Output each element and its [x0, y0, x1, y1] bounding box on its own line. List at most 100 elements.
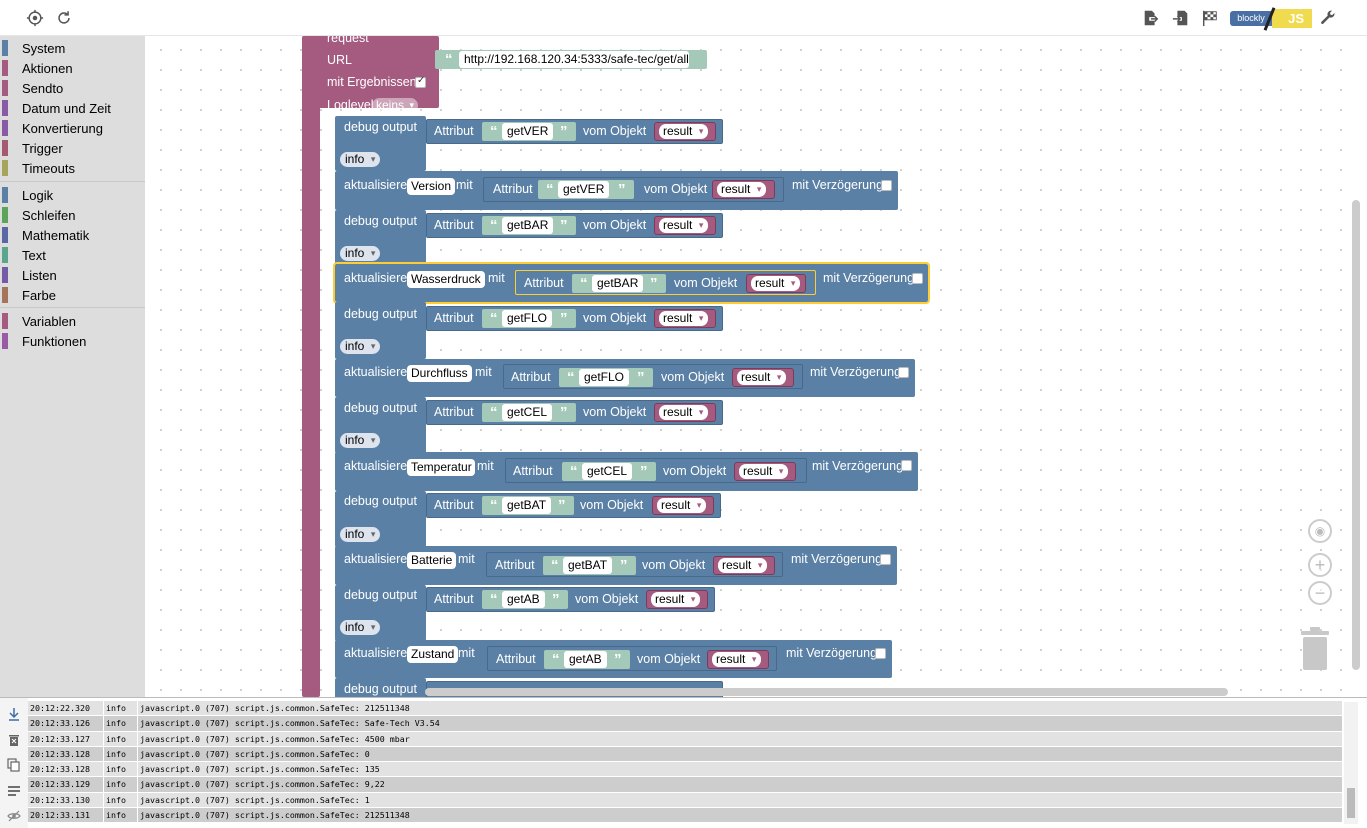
variable-dropdown[interactable]: result: [659, 124, 709, 139]
state-selector[interactable]: Version: [407, 178, 456, 195]
result-variable-block[interactable]: result: [654, 216, 716, 235]
attribute-string-block[interactable]: “getVER”: [482, 122, 576, 141]
variable-dropdown[interactable]: result: [717, 182, 767, 197]
log-scrollbar[interactable]: [1344, 702, 1358, 824]
log-scrollbar-thumb[interactable]: [1347, 788, 1355, 818]
attribute-string-block[interactable]: “getBAT”: [543, 556, 636, 575]
delay-checkbox[interactable]: [898, 367, 909, 378]
request-block[interactable]: [302, 36, 439, 108]
vertical-scrollbar[interactable]: [1352, 200, 1360, 670]
category-funktionen[interactable]: Funktionen: [0, 332, 145, 350]
url-string-block[interactable]: “ http://192.168.120.34:5333/safe-tec/ge…: [435, 50, 707, 69]
variable-dropdown[interactable]: result: [739, 464, 789, 479]
attribute-string-block[interactable]: “getBAR”: [572, 274, 666, 293]
category-farbe[interactable]: Farbe: [0, 286, 145, 304]
attribute-name[interactable]: getBAR: [592, 275, 644, 292]
category-variablen[interactable]: Variablen: [0, 312, 145, 330]
delay-checkbox[interactable]: [881, 180, 892, 191]
list-icon[interactable]: [5, 782, 23, 800]
result-variable-block[interactable]: result: [654, 122, 716, 141]
state-selector[interactable]: Durchfluss: [407, 365, 472, 382]
result-variable-block[interactable]: result: [707, 650, 769, 669]
attribute-name[interactable]: getAB: [502, 591, 545, 608]
attribute-string-block[interactable]: “getVER”: [538, 180, 634, 199]
variable-dropdown[interactable]: result: [659, 405, 709, 420]
result-variable-block[interactable]: result: [652, 496, 714, 515]
category-trigger[interactable]: Trigger: [0, 139, 145, 157]
variable-dropdown[interactable]: result: [751, 276, 801, 291]
crosshair-icon[interactable]: [25, 8, 45, 28]
attribute-name[interactable]: getCEL: [582, 463, 633, 480]
variable-dropdown[interactable]: result: [712, 652, 762, 667]
category-logik[interactable]: Logik: [0, 186, 145, 204]
attribute-string-block[interactable]: “getCEL”: [482, 403, 576, 422]
debug-level-dropdown[interactable]: info: [340, 620, 381, 635]
category-aktionen[interactable]: Aktionen: [0, 59, 145, 77]
category-listen[interactable]: Listen: [0, 266, 145, 284]
attribute-name[interactable]: getFLO: [579, 369, 630, 386]
category-schleifen[interactable]: Schleifen: [0, 206, 145, 224]
scroll-down-icon[interactable]: [5, 705, 23, 723]
horizontal-scrollbar[interactable]: [425, 688, 1228, 696]
attribute-name[interactable]: getVER: [558, 181, 610, 198]
delay-checkbox[interactable]: [901, 460, 912, 471]
result-variable-block[interactable]: result: [734, 462, 796, 481]
attribute-name[interactable]: getAB: [564, 651, 607, 668]
delay-checkbox[interactable]: [880, 554, 891, 565]
result-variable-block[interactable]: result: [654, 309, 716, 328]
hide-icon[interactable]: [5, 807, 23, 825]
debug-level-dropdown[interactable]: info: [340, 339, 381, 354]
state-selector[interactable]: Zustand: [407, 646, 459, 663]
debug-output-block[interactable]: [335, 678, 426, 697]
variable-dropdown[interactable]: result: [659, 311, 709, 326]
attribute-name[interactable]: getBAT: [502, 497, 552, 514]
wrench-icon[interactable]: [1318, 8, 1338, 28]
result-variable-block[interactable]: result: [746, 274, 806, 293]
attribute-name[interactable]: getBAT: [563, 557, 613, 574]
result-variable-block[interactable]: result: [712, 180, 775, 199]
import-icon[interactable]: [1171, 8, 1191, 28]
attribute-string-block[interactable]: “getBAT”: [482, 496, 574, 515]
debug-level-dropdown[interactable]: info: [340, 433, 381, 448]
clear-log-icon[interactable]: [5, 731, 23, 749]
attribute-name[interactable]: getBAR: [502, 217, 554, 234]
category-system[interactable]: System: [0, 39, 145, 57]
category-mathematik[interactable]: Mathematik: [0, 226, 145, 244]
zoom-in-icon[interactable]: +: [1308, 553, 1332, 577]
variable-dropdown[interactable]: result: [657, 498, 707, 513]
state-selector[interactable]: Temperatur: [407, 459, 475, 476]
delay-checkbox[interactable]: [875, 648, 886, 659]
state-selector[interactable]: Batterie: [407, 552, 457, 569]
attribute-string-block[interactable]: “getBAR”: [482, 216, 576, 235]
center-workspace-icon[interactable]: ◉: [1308, 519, 1332, 543]
trash-icon[interactable]: [1298, 626, 1332, 672]
result-variable-block[interactable]: result: [713, 556, 775, 575]
export-icon[interactable]: [1141, 8, 1161, 28]
attribute-name[interactable]: getVER: [502, 123, 554, 140]
attribute-name[interactable]: getCEL: [502, 404, 553, 421]
attribute-name[interactable]: getFLO: [502, 310, 553, 327]
category-text[interactable]: Text: [0, 246, 145, 264]
result-variable-block[interactable]: result: [654, 403, 716, 422]
loglevel-dropdown[interactable]: keins▾: [372, 98, 419, 113]
variable-dropdown[interactable]: result: [651, 592, 701, 607]
result-variable-block[interactable]: result: [646, 590, 708, 609]
result-variable-block[interactable]: result: [732, 368, 794, 387]
attribute-string-block[interactable]: “getAB”: [482, 590, 568, 609]
attribute-string-block[interactable]: “getFLO”: [482, 309, 576, 328]
url-input[interactable]: http://192.168.120.34:5333/safe-tec/get/…: [459, 51, 689, 68]
category-sendto[interactable]: Sendto: [0, 79, 145, 97]
attribute-string-block[interactable]: “getCEL”: [562, 462, 656, 481]
checkered-flag-icon[interactable]: [1200, 8, 1220, 28]
with-results-checkbox[interactable]: ✓: [415, 75, 426, 88]
variable-dropdown[interactable]: result: [718, 558, 768, 573]
category-timeouts[interactable]: Timeouts: [0, 159, 145, 177]
debug-level-dropdown[interactable]: info: [340, 527, 381, 542]
attribute-string-block[interactable]: “getFLO”: [559, 368, 653, 387]
debug-level-dropdown[interactable]: info: [340, 246, 381, 261]
zoom-out-icon[interactable]: −: [1308, 581, 1332, 605]
category-datum-und-zeit[interactable]: Datum und Zeit: [0, 99, 145, 117]
refresh-icon[interactable]: [54, 8, 74, 28]
blockly-js-toggle[interactable]: blockly JS: [1230, 7, 1312, 31]
attribute-string-block[interactable]: “getAB”: [544, 650, 630, 669]
